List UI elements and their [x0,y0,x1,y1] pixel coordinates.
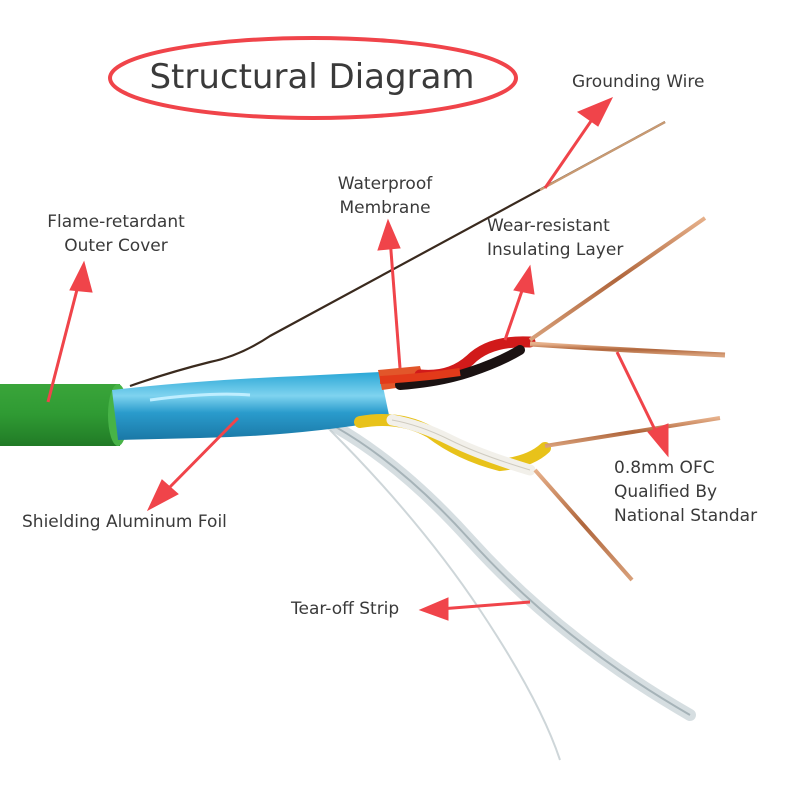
label-line: Waterproof [337,174,433,194]
grounding-wire [129,121,666,388]
label-waterproof-membrane: Waterproof Membrane [330,172,440,220]
page-title: Structural Diagram [149,57,475,97]
label-line: Outer Cover [64,236,168,256]
label-line: Qualified By [614,482,718,502]
flame-retardant-outer-cover [0,384,120,446]
tear-off-arrow-icon [439,600,531,611]
label-flame-retardant: Flame-retardant Outer Cover [26,210,206,258]
waterproof-arrow-icon [388,237,402,369]
callout-arrows [46,97,669,621]
label-wear-resistant: Wear-resistant Insulating Layer [487,214,623,262]
label-line: Flame-retardant [47,212,185,232]
copper-conductor [544,416,721,448]
label-tear-off-strip: Tear-off Strip [291,599,400,619]
flame-arrow-icon [46,277,82,403]
label-line: Wear-resistant [487,216,610,236]
title-ellipse [108,36,518,120]
label-ofc: 0.8mm OFC Qualified By National Standar [614,456,757,528]
ofc-arrow-icon [615,351,660,437]
label-shielding-foil: Shielding Aluminum Foil [22,512,227,532]
label-grounding-wire: Grounding Wire [572,72,705,92]
label-line: National Standar [614,506,758,526]
label-line: Insulating Layer [487,240,624,260]
label-line: Membrane [339,198,431,218]
shielding-aluminum-foil [112,372,390,440]
black-wire [395,345,525,390]
copper-conductor [529,341,726,358]
copper-conductor [528,216,707,342]
copper-conductor [533,468,634,582]
shielding-arrow-icon [163,416,240,494]
label-line: 0.8mm OFC [614,458,715,478]
